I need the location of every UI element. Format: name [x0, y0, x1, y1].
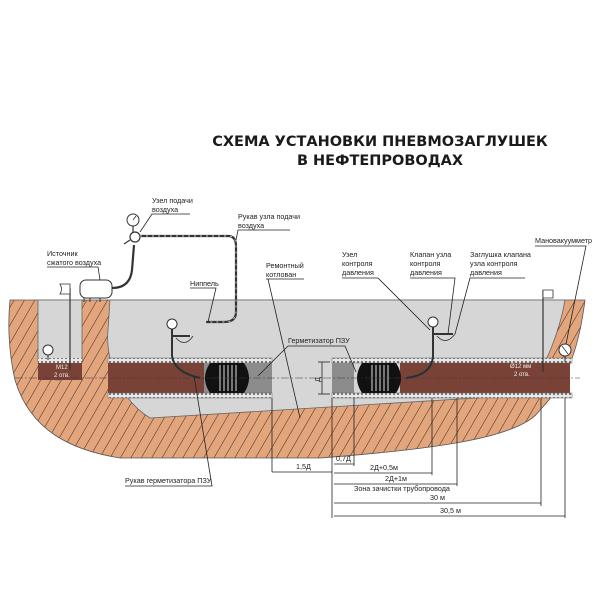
label-air-supply-hose-2: воздуха	[238, 221, 264, 230]
label-valve-plug-1: Заглушка клапана	[470, 250, 531, 259]
marker-flag-right	[542, 289, 554, 372]
right-hole-label-1: Ø12 мм	[510, 364, 531, 370]
label-control-valve-1: Клапан узла	[410, 250, 451, 259]
label-repair-pit-1: Ремонтный	[266, 261, 304, 270]
label-control-valve-3: давления	[410, 268, 442, 277]
label-vacuum-gauge: Мановакуумметр	[535, 236, 592, 245]
label-repair-pit-2: котлован	[266, 270, 296, 279]
label-control-valve-2: контроля	[410, 259, 441, 268]
dim-2d-05: 2Д+0,5м	[370, 463, 398, 472]
label-pressure-control-node-1: Узел	[342, 250, 357, 259]
label-pressure-control-node-2: контроля	[342, 259, 373, 268]
left-pit-gauge	[42, 344, 54, 360]
left-hole-label-1: М12	[56, 365, 68, 371]
compressor	[79, 279, 113, 302]
cleaning-zone-label: Зона зачистки трубопровода	[354, 484, 450, 493]
vacuum-gauge	[558, 343, 572, 362]
diagram-title-line2: В НЕФТЕПРОВОДАХ	[297, 153, 463, 169]
dimension-extension-lines	[271, 398, 566, 518]
dim-30-5m: 30,5 м	[440, 506, 461, 515]
dim-30m: 30 м	[430, 493, 445, 502]
dim-2d-1: 2Д+1м	[385, 474, 407, 483]
label-pressure-control-node-3: давления	[342, 268, 374, 277]
left-pipe-section	[38, 358, 82, 380]
label-air-supply-node-2: воздуха	[152, 205, 178, 214]
label-nipple: Ниппель	[190, 279, 219, 288]
label-compressed-air-source-2: сжатого воздуха	[47, 258, 101, 267]
label-air-supply-hose-1: Рукав узла подачи	[238, 212, 300, 221]
label-compressed-air-source-1: Источник	[47, 249, 79, 258]
right-hole-label-2: 2 отв.	[514, 372, 530, 378]
air-hose-compressor	[111, 244, 136, 290]
label-air-supply-node-1: Узел подачи	[152, 196, 193, 205]
pressure-control-node-left	[166, 318, 201, 379]
dim-1-5d: 1,5Д	[296, 462, 311, 471]
label-sealer: Герметизатор ПЗУ	[288, 336, 350, 345]
left-hole-label-2: 2 отв.	[54, 373, 70, 379]
dim-0-7d: 0,7Д	[336, 454, 351, 463]
pressure-control-node-right	[405, 316, 456, 379]
marker-flag-left	[59, 283, 71, 370]
diameter-marker	[318, 361, 330, 395]
air-supply-node	[123, 213, 141, 245]
label-sealer-hose: Рукав герметизатора ПЗУ	[125, 476, 212, 485]
diagram-title-line1: СХЕМА УСТАНОВКИ ПНЕВМОЗАГЛУШЕК	[212, 134, 548, 150]
diameter-label: Д	[313, 377, 322, 382]
label-valve-plug-3: давления	[470, 268, 502, 277]
label-valve-plug-2: узла контроля	[470, 259, 518, 268]
